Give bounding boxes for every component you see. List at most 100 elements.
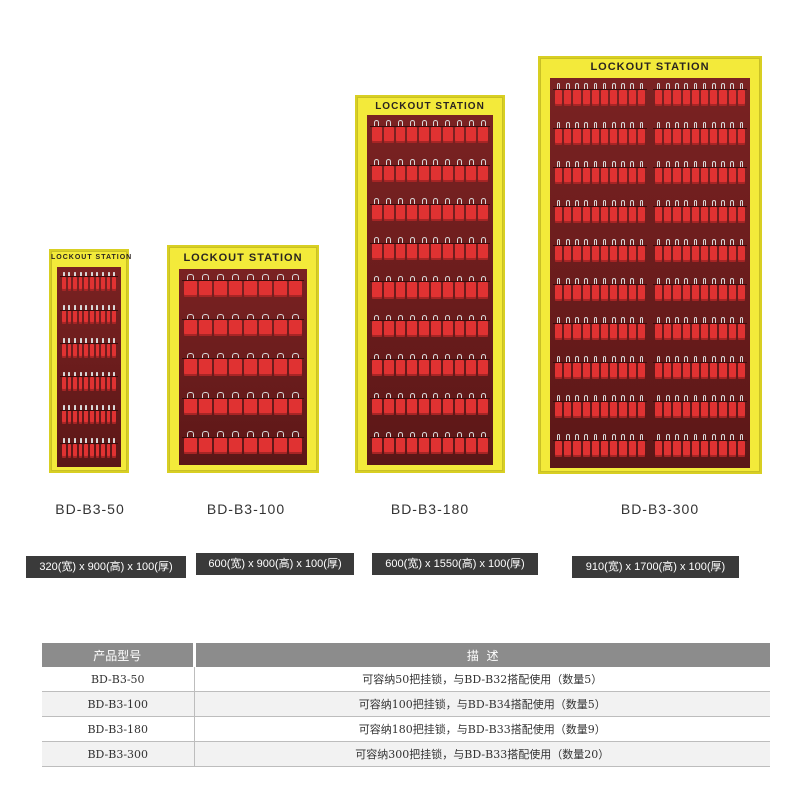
padlock-icon	[673, 278, 681, 302]
padlock-icon	[84, 305, 88, 325]
padlock-icon	[655, 122, 663, 146]
padlock-icon	[710, 395, 718, 419]
padlock-icon	[628, 356, 636, 380]
padlock-shackle-icon	[556, 356, 561, 363]
hook-rail	[553, 322, 647, 324]
padlock-icon	[573, 239, 581, 263]
padlock-shackle-icon	[113, 438, 116, 444]
padlock-icon	[619, 434, 627, 458]
padlock-shackle-icon	[202, 352, 209, 360]
padlock-shackle-icon	[96, 438, 99, 444]
padlock-shackle-icon	[113, 371, 116, 377]
padlock-shackle-icon	[468, 276, 474, 283]
padlock-shackle-icon	[702, 356, 707, 363]
padlock-icon	[478, 120, 488, 143]
padlock-shackle-icon	[693, 356, 698, 363]
cell-model: BD-B3-300	[42, 741, 195, 767]
hook-rail	[370, 359, 490, 361]
padlock-shackle-icon	[79, 271, 82, 277]
padlock-shackle-icon	[247, 313, 254, 320]
padlock-icon	[710, 200, 718, 224]
padlock-icon	[95, 438, 100, 458]
padlock-shackle-icon	[721, 161, 725, 168]
padlock-icon	[691, 239, 699, 263]
padlock-icon	[601, 161, 609, 185]
padlock-shackle-icon	[409, 198, 415, 205]
hook-rail	[553, 283, 647, 285]
padlock-icon	[673, 122, 681, 146]
padlock-icon	[637, 434, 645, 458]
padlock-shackle-icon	[639, 161, 644, 168]
padlock-icon	[101, 405, 105, 425]
padlock-shackle-icon	[611, 434, 616, 441]
padlock-icon	[628, 239, 636, 263]
padlock-icon	[737, 161, 745, 185]
padlock-icon	[601, 83, 609, 107]
padlock-icon	[628, 395, 636, 419]
padlock-icon	[637, 122, 645, 146]
padlock-icon	[90, 371, 94, 391]
lock-panel	[57, 267, 121, 467]
padlock-icon	[582, 278, 590, 302]
padlock-shackle-icon	[277, 431, 284, 438]
padlock-shackle-icon	[107, 305, 110, 311]
padlock-shackle-icon	[730, 161, 734, 168]
padlock-icon	[431, 276, 441, 299]
padlock-shackle-icon	[602, 278, 607, 285]
padlock-icon	[591, 356, 599, 380]
padlock-icon	[601, 317, 609, 341]
padlock-icon	[564, 356, 572, 380]
padlock-icon	[710, 239, 718, 263]
padlock-shackle-icon	[113, 271, 116, 277]
padlock-icon	[67, 305, 72, 325]
padlock-shackle-icon	[480, 120, 486, 127]
padlock-shackle-icon	[374, 431, 380, 438]
padlock-shackle-icon	[85, 305, 88, 311]
padlock-shackle-icon	[374, 353, 380, 360]
padlock-shackle-icon	[468, 353, 474, 360]
padlock-icon	[466, 392, 477, 416]
header-description: 描 述	[194, 643, 770, 667]
padlock-shackle-icon	[639, 356, 644, 363]
padlock-icon	[564, 122, 572, 146]
padlock-shackle-icon	[374, 159, 380, 166]
padlock-shackle-icon	[247, 431, 254, 438]
padlock-shackle-icon	[630, 395, 634, 402]
padlock-shackle-icon	[107, 371, 110, 377]
padlock-icon	[199, 352, 212, 376]
padlock-icon	[628, 161, 636, 185]
padlock-icon	[655, 278, 663, 302]
padlock-icon	[610, 161, 618, 185]
padlock-icon	[664, 83, 672, 107]
hook-rail	[60, 276, 118, 278]
padlock-icon	[466, 120, 477, 143]
hook-rail	[370, 164, 490, 166]
padlock-shackle-icon	[630, 356, 634, 363]
hook-rail	[653, 205, 747, 207]
padlock-shackle-icon	[187, 274, 194, 281]
padlock-shackle-icon	[62, 405, 65, 411]
padlock-icon	[407, 120, 418, 143]
padlock-icon	[244, 392, 257, 415]
padlock-shackle-icon	[386, 431, 392, 438]
padlock-icon	[682, 122, 690, 146]
padlock-shackle-icon	[421, 314, 427, 322]
padlock-icon	[682, 161, 690, 185]
padlock-shackle-icon	[693, 434, 698, 441]
padlock-shackle-icon	[433, 314, 439, 322]
padlock-shackle-icon	[656, 161, 661, 168]
padlock-icon	[101, 338, 105, 358]
padlock-icon	[691, 356, 699, 380]
padlock-shackle-icon	[656, 83, 661, 90]
padlock-icon	[664, 278, 672, 302]
padlock-shackle-icon	[292, 431, 299, 438]
padlock-shackle-icon	[684, 122, 688, 129]
padlock-shackle-icon	[675, 317, 679, 324]
hook-rail	[370, 398, 490, 400]
padlock-icon	[728, 122, 736, 146]
padlock-shackle-icon	[639, 239, 644, 246]
padlock-icon	[419, 431, 429, 455]
lock-panel	[179, 269, 307, 465]
padlock-icon	[112, 305, 116, 325]
padlock-shackle-icon	[656, 434, 661, 441]
